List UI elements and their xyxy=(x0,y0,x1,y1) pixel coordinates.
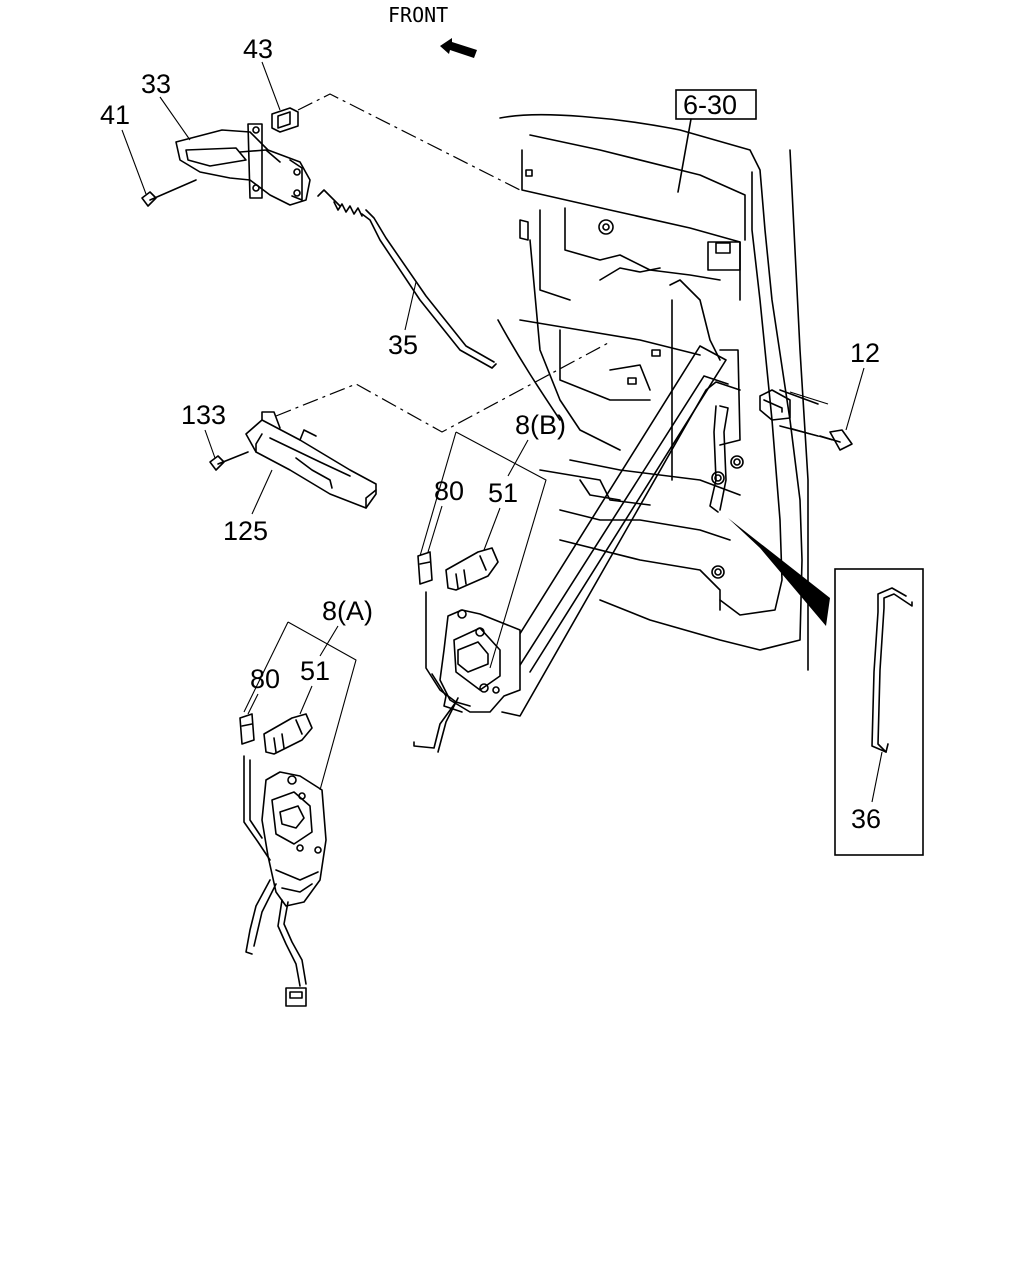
callout-12: 12 xyxy=(850,338,880,368)
front-label: FRONT xyxy=(388,3,448,27)
screw-part-133 xyxy=(209,451,249,471)
detail-pointer xyxy=(728,518,830,626)
connector-plug-a xyxy=(285,987,307,1007)
callout-51-b: 51 xyxy=(488,478,518,508)
front-arrow-icon xyxy=(440,38,477,58)
callout-125: 125 xyxy=(223,516,268,546)
connector-part-80-a xyxy=(239,713,255,745)
callout-8a: 8(A) xyxy=(322,596,373,626)
striker-part xyxy=(759,389,833,441)
reference-box-label: 6-30 xyxy=(683,90,737,120)
door-latch-8a xyxy=(243,755,327,987)
callout-33: 33 xyxy=(141,69,171,99)
connector-part-51-a xyxy=(263,713,313,755)
callout-41: 41 xyxy=(100,100,130,130)
connector-part-80-b xyxy=(417,551,433,585)
link-rods xyxy=(493,345,741,717)
inside-handle-part-33 xyxy=(175,123,311,206)
door-panel xyxy=(497,113,809,671)
rod-part-35 xyxy=(317,189,497,369)
bracket-part-125 xyxy=(245,411,377,509)
door-latch-8b xyxy=(413,591,521,753)
screw-part-41 xyxy=(141,179,197,207)
callout-80-b: 80 xyxy=(434,476,464,506)
connector-part-51-b xyxy=(445,547,499,591)
callout-8b: 8(B) xyxy=(515,410,566,440)
clip-part-43 xyxy=(271,107,299,133)
callout-133: 133 xyxy=(181,400,226,430)
callout-51-a: 51 xyxy=(300,656,330,686)
callout-35: 35 xyxy=(388,330,418,360)
rod-part-36 xyxy=(871,587,913,753)
callout-36: 36 xyxy=(851,804,881,834)
reference-box xyxy=(675,89,757,120)
callout-43: 43 xyxy=(243,34,273,64)
callout-80-a: 80 xyxy=(250,664,280,694)
screw-part-12 xyxy=(819,429,853,451)
